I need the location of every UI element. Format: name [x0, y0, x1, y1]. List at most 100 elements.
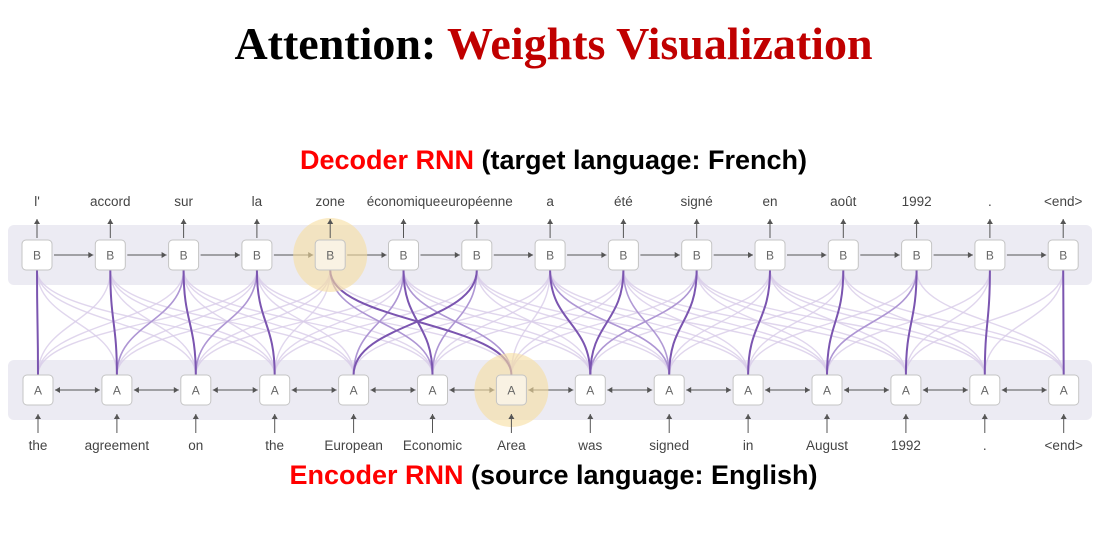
decoder-connector-arrow-icon: [674, 252, 680, 258]
decoder-cell-label: B: [766, 249, 774, 263]
attention-link-faint: [476, 269, 591, 376]
attention-link-faint: [36, 269, 276, 376]
attention-link-strong: [668, 269, 698, 376]
attention-link-faint: [549, 269, 749, 376]
attention-link-faint: [915, 269, 1065, 376]
encoder-word: Area: [497, 438, 526, 453]
encoder-connector-arrow-icon: [173, 387, 179, 393]
encoder-connector-arrow-icon: [962, 387, 968, 393]
attention-links: [36, 269, 1065, 376]
decoder-label-rest: (target language: French): [481, 145, 808, 175]
decoder-up-arrow-icon: [253, 219, 260, 224]
encoder-connector-arrow-icon: [94, 387, 100, 393]
decoder-up-arrow-icon: [767, 219, 773, 224]
encoder-word: 1992: [891, 438, 921, 453]
attention-link-faint: [256, 269, 355, 376]
encoder-connector-arrow-icon: [410, 387, 416, 393]
decoder-cell: [827, 239, 859, 271]
decoder-connector-arrow-icon: [454, 252, 460, 258]
encoder-cell-label: A: [34, 384, 42, 398]
attention-link-strong: [589, 269, 625, 376]
encoder-up-arrow-icon: [824, 414, 830, 419]
attention-link-faint: [826, 269, 991, 376]
decoder-cell-label: B: [106, 249, 114, 263]
encoder-up-arrow-icon: [981, 414, 988, 419]
encoder-cell-label: A: [507, 384, 515, 398]
attention-link-strong: [36, 269, 39, 376]
attention-link-strong: [549, 269, 592, 376]
encoder-cell: [969, 374, 1001, 406]
attention-link-faint: [769, 269, 986, 376]
decoder-connector-arrow-icon: [1041, 252, 1047, 258]
encoder-connector-arrow-icon: [331, 387, 337, 393]
attention-link-medium: [622, 269, 670, 376]
encoder-word: in: [743, 438, 754, 453]
attention-link-faint: [195, 269, 405, 376]
attention-link-strong: [904, 269, 918, 376]
encoder-connector-arrow-icon: [449, 387, 455, 393]
encoder-connector-arrow-icon: [1041, 387, 1047, 393]
attention-link-strong: [983, 269, 991, 376]
decoder-word: sur: [174, 194, 193, 209]
encoder-word: was: [577, 438, 602, 453]
encoder-connector-arrow-icon: [765, 387, 771, 393]
encoder-up-arrow-icon: [587, 414, 594, 419]
decoder-cell-label: B: [693, 249, 701, 263]
encoder-up-arrow-icon: [350, 414, 357, 419]
attention-link-faint: [402, 269, 670, 376]
decoder-word: européenne: [441, 194, 513, 209]
encoder-cell: [1048, 374, 1080, 406]
decoder-cell-label: B: [33, 249, 41, 263]
attention-link-faint: [696, 269, 986, 376]
encoder-cell-label: A: [113, 384, 121, 398]
decoder-word: .: [988, 194, 992, 209]
encoder-connector-arrow-icon: [370, 387, 376, 393]
attention-link-faint: [622, 269, 749, 376]
attention-link-medium: [549, 269, 670, 376]
attention-link-faint: [622, 269, 907, 376]
decoder-word: 1992: [902, 194, 932, 209]
encoder-up-arrow-icon: [113, 414, 120, 419]
attention-link-faint: [109, 269, 355, 376]
encoder-connector-arrow-icon: [883, 387, 889, 393]
decoder-connector-arrow-icon: [381, 252, 387, 258]
attention-link-faint: [696, 269, 828, 376]
decoder-up-arrow-icon: [180, 219, 187, 224]
encoder-up-arrow-icon: [745, 414, 752, 419]
encoder-connector-arrow-icon: [1001, 387, 1007, 393]
encoder-label: Encoder RNN (source language: English): [0, 458, 1107, 492]
decoder-cell-label: B: [473, 249, 481, 263]
decoder-up-arrow-icon: [107, 219, 114, 224]
decoder-up-arrow-icon: [547, 219, 554, 224]
encoder-up-arrow-icon: [1060, 414, 1067, 419]
attention-link-medium: [195, 269, 258, 376]
attention-link-faint: [36, 269, 197, 376]
decoder-cell-label: B: [839, 249, 847, 263]
decoder-cell: [534, 239, 566, 271]
attention-link-faint: [476, 269, 670, 376]
attention-link-faint: [905, 269, 991, 376]
attention-link-faint: [402, 269, 591, 376]
encoder-connector-arrow-icon: [607, 387, 613, 393]
decoder-word: zone: [316, 194, 345, 209]
attention-link-faint: [589, 269, 771, 376]
attention-link-faint: [842, 269, 1065, 376]
slide-title: Attention: Weights Visualization: [0, 14, 1107, 74]
attention-link-faint: [431, 269, 625, 376]
encoder-word: agreement: [85, 438, 150, 453]
decoder-cell: [314, 239, 346, 271]
encoder-up-arrow-icon: [35, 414, 41, 419]
encoder-cell: [338, 374, 370, 406]
encoder-label-accent: Encoder RNN: [289, 460, 464, 490]
attention-link-faint: [842, 269, 986, 376]
attention-link-faint: [769, 269, 1065, 376]
encoder-word: the: [265, 438, 284, 453]
encoder-connector-arrow-icon: [726, 387, 732, 393]
attention-link-faint: [668, 269, 844, 376]
attention-link-faint: [182, 269, 355, 376]
decoder-connector-arrow-icon: [88, 252, 94, 258]
decoder-cell-label: B: [399, 249, 407, 263]
decoder-word: été: [614, 194, 633, 209]
encoder-connector-arrow-icon: [922, 387, 928, 393]
decoder-cell: [388, 239, 419, 271]
